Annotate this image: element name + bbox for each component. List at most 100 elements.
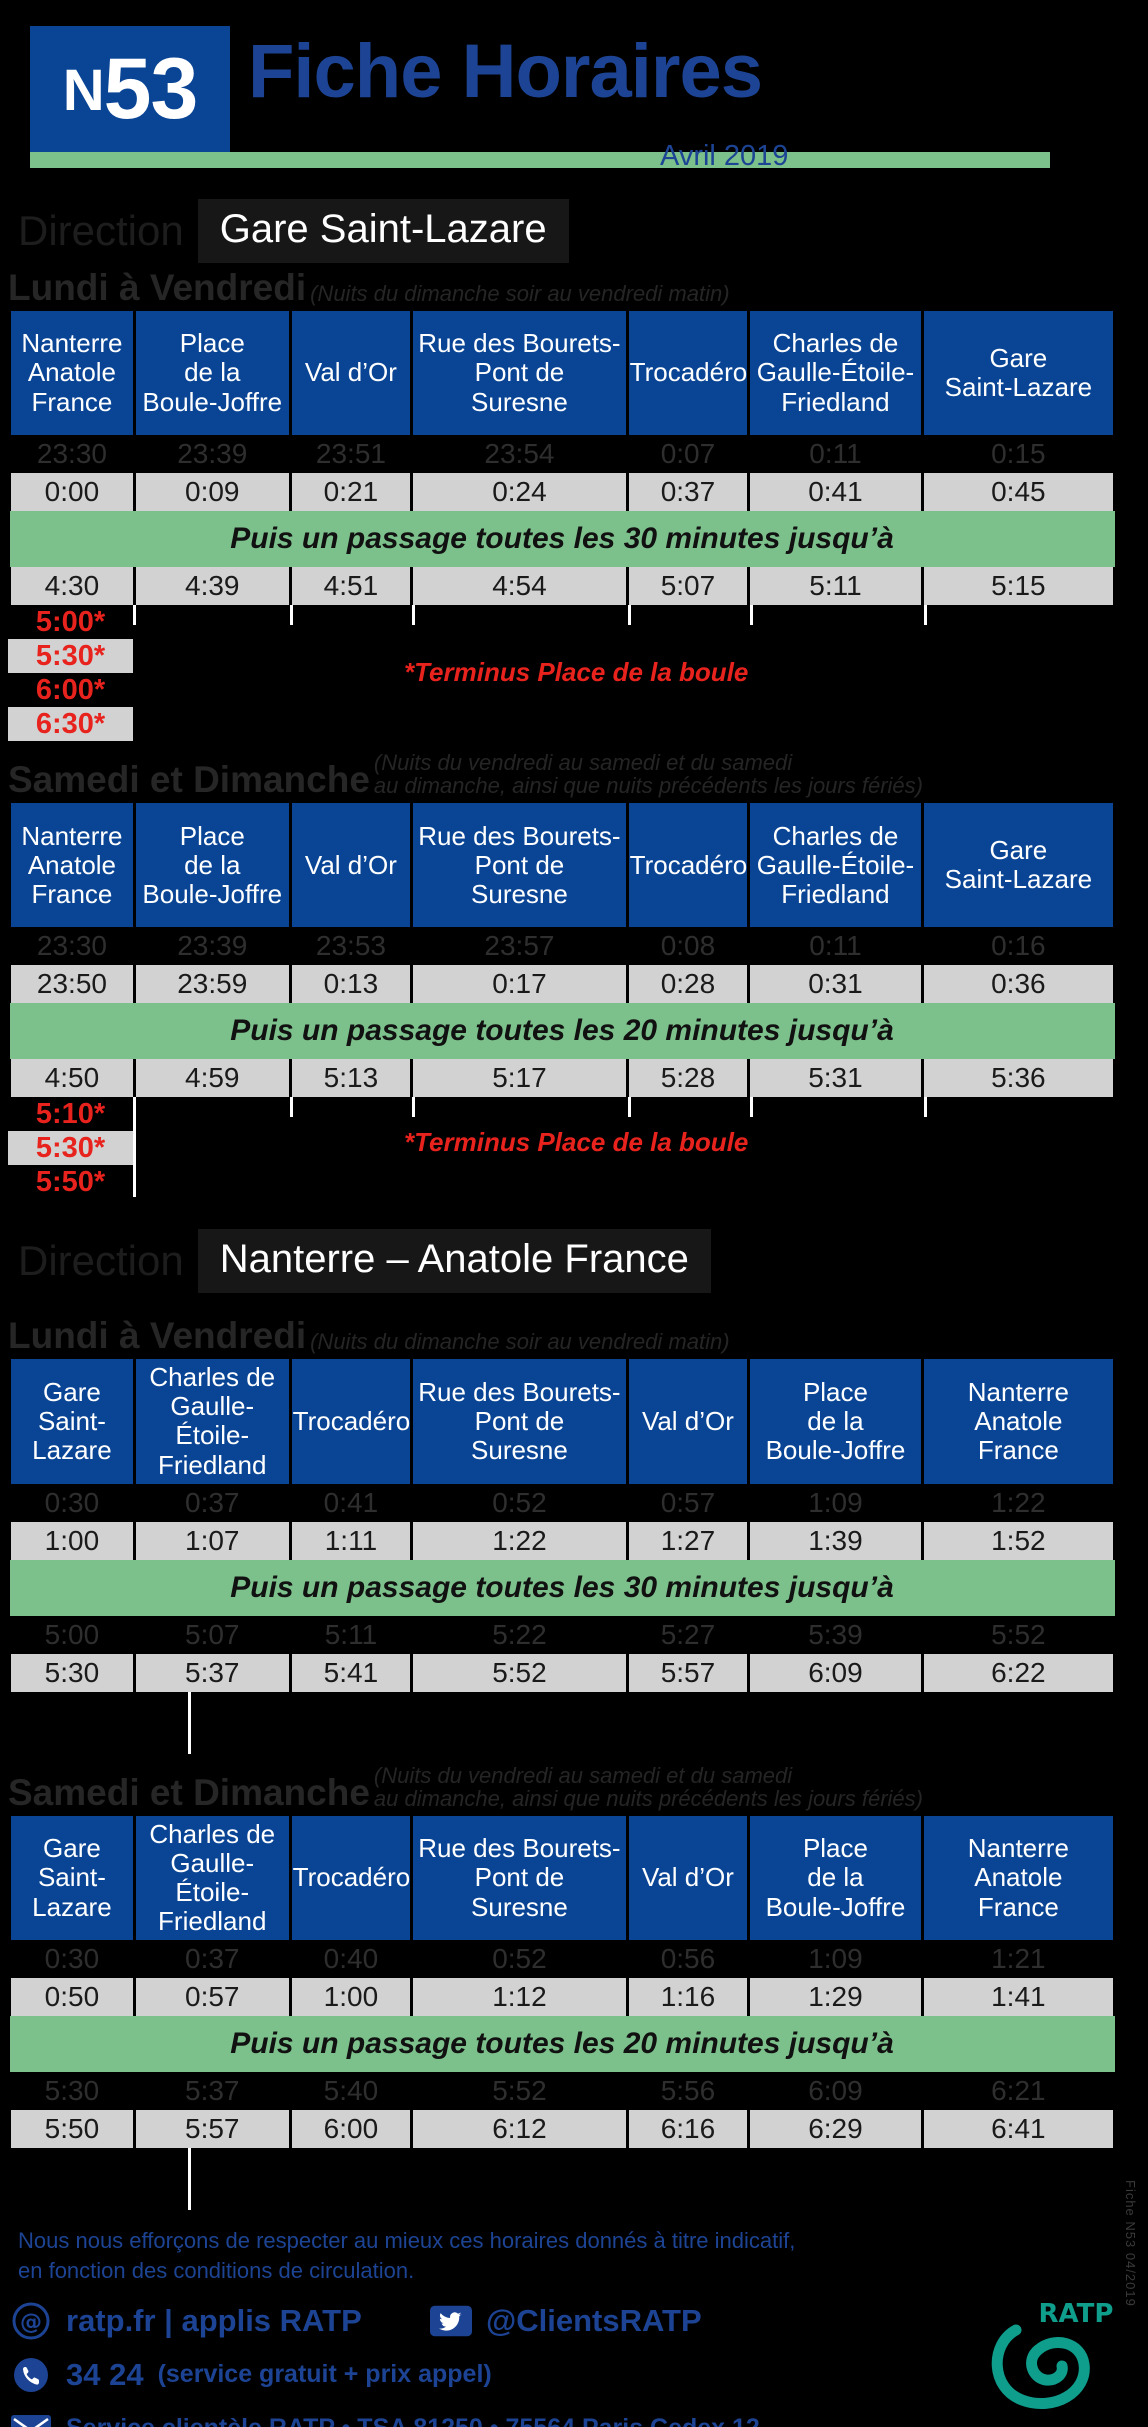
sheet-code: Fiche N53 04/2019 (1123, 2179, 1138, 2307)
day-label-4: Samedi et Dimanche (8, 1771, 370, 1813)
time-cell: 0:52 (410, 1483, 629, 1522)
day-header-4: Samedi et Dimanche (Nuits du vendredi au… (0, 1764, 1148, 1814)
time-cell: 5:30 (8, 2072, 136, 2111)
frequency-text: Puis un passage toutes les 30 minutes ju… (9, 1559, 1115, 1616)
frequency-text: Puis un passage toutes les 30 minutes ju… (9, 511, 1115, 567)
footer-web-text[interactable]: ratp.fr | applis RATP (66, 2302, 362, 2338)
time-cell: 1:27 (625, 1521, 751, 1560)
line-prefix: N (62, 58, 105, 123)
page-footer: Fiche N53 04/2019 @ ratp.fr | applis RAT… (0, 2180, 1148, 2427)
time-cell: 5:15 (920, 567, 1117, 605)
time-cell: 0:28 (625, 965, 751, 1004)
time-cell: 0:57 (132, 1978, 292, 2017)
time-cell: 4:59 (132, 1059, 292, 1098)
time-cell: 1:22 (410, 1521, 629, 1560)
time-cell: 5:36 (920, 1059, 1117, 1098)
terminus-time: 5:30* (8, 1131, 133, 1166)
time-cell: 5:28 (625, 1059, 751, 1098)
page-header: N53 Fiche Horaires Avril 2019 (0, 0, 1148, 185)
time-cell: 1:09 (747, 1483, 924, 1522)
time-cell: 1:09 (747, 1940, 924, 1979)
ratp-logo: RATP (976, 2296, 1126, 2416)
time-cell: 1:52 (920, 1521, 1117, 1560)
time-cell: 0:11 (747, 435, 924, 473)
time-cell: 6:16 (625, 2110, 751, 2149)
time-cell: 5:30 (8, 1653, 136, 1692)
frequency-row: Puis un passage toutes les 20 minutes ju… (9, 2016, 1115, 2073)
line-badge-text: N53 (62, 46, 199, 132)
time-cell: 5:07 (132, 1615, 292, 1654)
direction-header-2: Direction Nanterre – Anatole France (0, 1229, 1148, 1294)
time-cell: 5:57 (625, 1653, 751, 1692)
time-cell: 0:17 (410, 965, 629, 1004)
time-cell: 5:50 (8, 2110, 136, 2149)
terminus-block-3 (8, 1691, 1116, 1764)
footer-phone-note: (service gratuit + prix appel) (157, 2360, 492, 2389)
time-cell: 0:08 (625, 927, 751, 966)
time-cell: 1:11 (288, 1521, 414, 1560)
time-cell: 4:51 (288, 567, 414, 605)
footer-phone-number[interactable]: 34 24 (66, 2356, 144, 2392)
day-label-3: Lundi à Vendredi (8, 1315, 307, 1357)
time-cell: 5:52 (920, 1615, 1117, 1654)
column-tick (628, 1097, 631, 1118)
time-cell: 0:21 (288, 473, 414, 511)
time-cell: 1:21 (920, 1940, 1117, 1979)
day-note-line1: (Nuits du vendredi au samedi et du samed… (373, 1762, 793, 1788)
footer-twitter-group: @ClientsRATP (430, 2300, 702, 2342)
time-cell: 4:39 (132, 567, 292, 605)
page-title: Fiche Horaires (248, 29, 763, 114)
column-tick (188, 1691, 191, 1754)
footer-twitter-text[interactable]: @ClientsRATP (486, 2302, 702, 2338)
column-tick (133, 1097, 136, 1198)
time-cell: 23:50 (8, 965, 136, 1004)
time-cell: 0:15 (920, 435, 1117, 473)
svg-text:RATP: RATP (1039, 2299, 1114, 2329)
terminus-times-1: 5:00*5:30*6:00*6:30* (8, 605, 133, 741)
direction-name-2: Nanterre – Anatole France (197, 1229, 711, 1294)
time-cell: 1:00 (8, 1521, 136, 1560)
time-cell: 23:30 (8, 927, 136, 966)
time-cell: 23:39 (132, 435, 292, 473)
column-tick (412, 605, 415, 625)
day-header-2: Samedi et Dimanche (Nuits du vendredi au… (0, 751, 1148, 801)
time-cell: 23:59 (132, 965, 292, 1004)
svg-text:@: @ (20, 2310, 42, 2335)
time-cell: 1:22 (920, 1483, 1117, 1522)
time-cell: 0:40 (288, 1940, 414, 1979)
time-cell: 6:12 (410, 2110, 629, 2149)
time-cell: 4:50 (8, 1059, 136, 1098)
column-tick (290, 1097, 293, 1118)
column-tick (924, 1097, 927, 1118)
time-cell: 23:30 (8, 435, 136, 473)
time-cell: 6:21 (920, 2072, 1117, 2111)
time-cell: 23:39 (132, 927, 292, 966)
time-cell: 5:31 (747, 1059, 924, 1098)
column-tick (628, 605, 631, 625)
time-cell: 4:54 (410, 567, 629, 605)
terminus-time: 6:00* (8, 673, 133, 707)
time-cell: 5:52 (410, 2072, 629, 2111)
direction-name-1: Gare Saint-Lazare (197, 199, 569, 263)
terminus-block-4 (8, 2148, 1116, 2220)
day-note-3: (Nuits du dimanche soir au vendredi mati… (310, 1329, 730, 1355)
